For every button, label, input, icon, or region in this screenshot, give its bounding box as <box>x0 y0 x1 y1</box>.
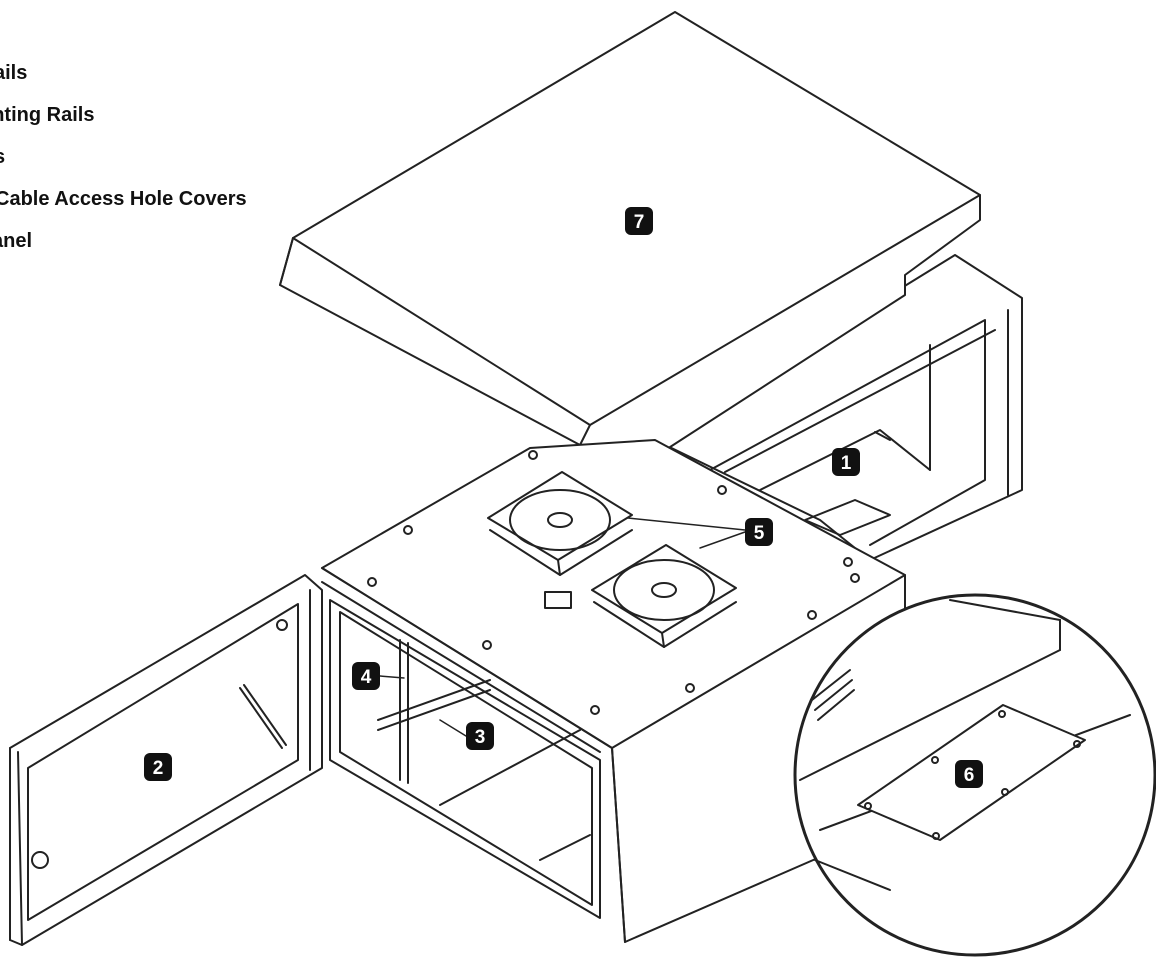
callout-5: 5 <box>745 518 773 546</box>
svg-text:6: 6 <box>964 765 975 786</box>
legend-item: anel <box>0 230 33 252</box>
legend-item: s <box>0 144 247 186</box>
callout-2: 2 <box>144 753 172 781</box>
svg-text:4: 4 <box>361 667 372 688</box>
callout-1: 1 <box>832 448 860 476</box>
svg-text:3: 3 <box>475 727 486 748</box>
top-lid <box>279 11 981 471</box>
legend-item: ails <box>0 62 28 84</box>
rear-cabinet-section <box>654 254 1023 561</box>
callout-7: 7 <box>625 207 653 235</box>
callout-4: 4 <box>352 662 380 690</box>
legend-item: unting Rails <box>0 104 95 126</box>
svg-text:1: 1 <box>841 453 852 474</box>
leader-lines <box>379 517 746 737</box>
svg-text:5: 5 <box>754 523 765 544</box>
svg-text:2: 2 <box>153 758 164 779</box>
callout-3: 3 <box>466 722 494 750</box>
callout-6: 6 <box>955 760 983 788</box>
parts-legend: ails unting Rails s Cable Access Hole Co… <box>0 60 247 270</box>
terminal-block <box>544 591 572 609</box>
cooling-fan <box>487 471 633 576</box>
cabinet-body <box>321 439 906 943</box>
legend-item: Cable Access Hole Covers <box>0 188 247 210</box>
svg-text:7: 7 <box>634 212 645 233</box>
cooling-fan <box>591 544 737 648</box>
